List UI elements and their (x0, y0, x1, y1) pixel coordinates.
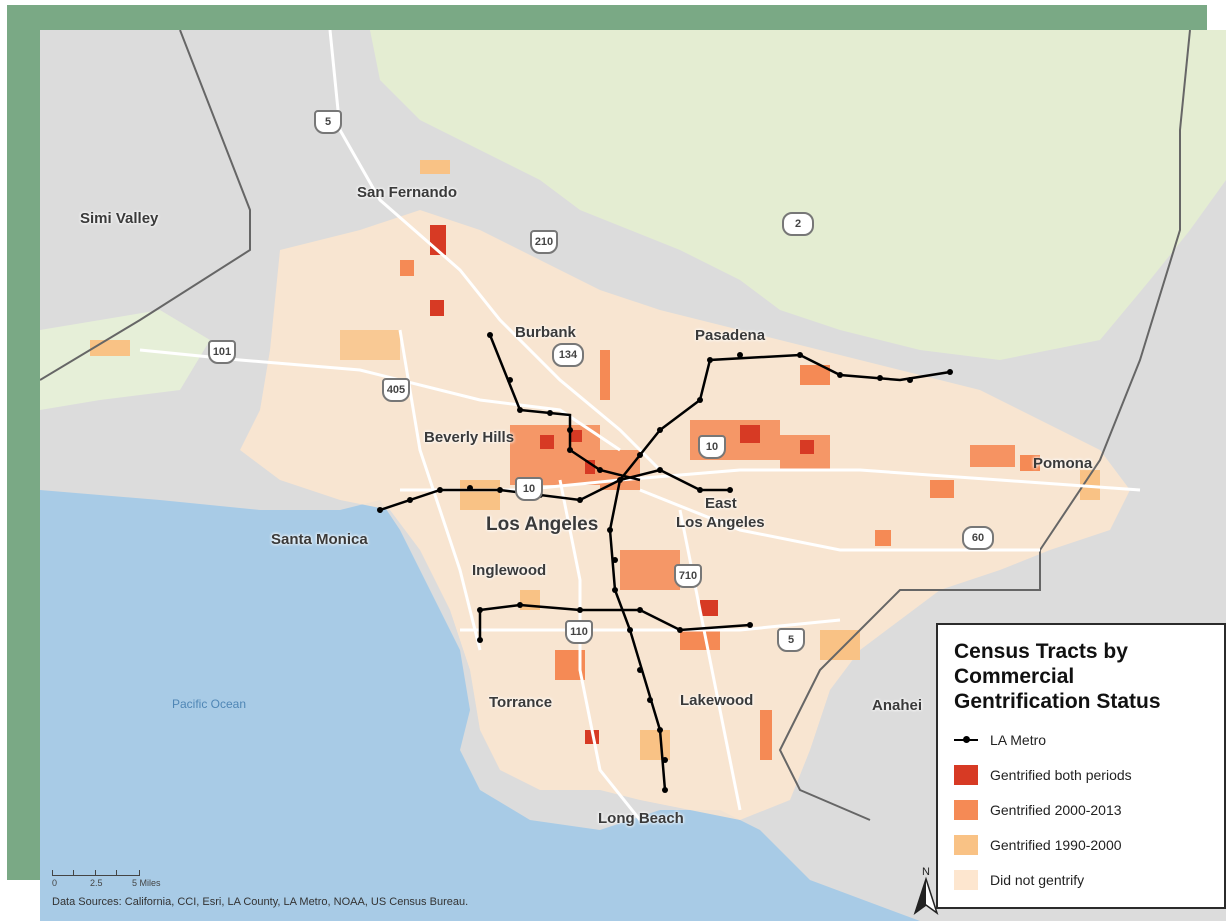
legend-item-la-metro: LA Metro (954, 722, 1210, 757)
label-torrance: Torrance (489, 694, 553, 711)
label-beverly-hills: Beverly Hills (424, 429, 515, 446)
shield-sr2: 2 (782, 212, 814, 236)
scale-label-0: 0 (52, 878, 58, 888)
label-pasadena: Pasadena (695, 327, 766, 344)
label-simi-valley: Simi Valley (80, 210, 159, 227)
shield-sr134: 134 (552, 343, 584, 367)
north-arrow-icon: N (913, 866, 939, 915)
map-legend: Census Tracts by Commercial Gentrificati… (936, 623, 1226, 909)
shield-i5-north: 5 (314, 110, 342, 134)
legend-label: Gentrified 1990-2000 (990, 836, 1122, 853)
map-panel[interactable]: Simi Valley San Fernando Burbank Pasaden… (40, 30, 1226, 921)
scale-bar (52, 870, 142, 884)
swatch-2000-2013 (954, 799, 978, 820)
county-boundary-east (778, 30, 1191, 821)
north-label: N (922, 866, 930, 878)
legend-label: Did not gentrify (990, 871, 1085, 888)
metro-line-icon (954, 730, 978, 750)
data-sources: Data Sources: California, CCI, Esri, LA … (52, 896, 469, 908)
legend-label: Gentrified 2000-2013 (990, 801, 1122, 818)
label-pomona: Pomona (1033, 455, 1093, 472)
shield-i5-south: 5 (777, 628, 805, 652)
forest-area (370, 30, 1226, 360)
shield-i710: 710 (674, 564, 702, 588)
swatch-did-not-gentrify (954, 869, 978, 890)
ocean (40, 490, 920, 921)
label-burbank: Burbank (515, 324, 576, 341)
legend-item-1990-2000: Gentrified 1990-2000 (954, 827, 1210, 862)
legend-item-did-not-gentrify: Did not gentrify (954, 862, 1210, 897)
metro-stations (377, 332, 953, 793)
label-lakewood: Lakewood (680, 692, 754, 709)
scale-label-2-5: 2.5 (90, 878, 103, 888)
shield-i210: 210 (530, 230, 558, 254)
label-east-los-angeles: Los Angeles (676, 514, 765, 531)
legend-title: Census Tracts by Commercial Gentrificati… (954, 640, 1161, 713)
legend-item-2000-2013: Gentrified 2000-2013 (954, 792, 1210, 827)
label-inglewood: Inglewood (472, 562, 547, 579)
forest-area-west (40, 310, 210, 410)
label-pacific-ocean: Pacific Ocean (172, 697, 247, 711)
swatch-1990-2000 (954, 834, 978, 855)
label-santa-monica: Santa Monica (271, 531, 368, 548)
legend-label: LA Metro (990, 731, 1047, 748)
label-los-angeles: Los Angeles (486, 514, 599, 535)
legend-label: Gentrified both periods (990, 766, 1132, 783)
shield-i110: 110 (565, 620, 593, 644)
shield-sr60: 60 (962, 526, 994, 550)
shield-us101: 101 (208, 340, 236, 364)
legend-item-both-periods: Gentrified both periods (954, 757, 1210, 792)
label-san-fernando: San Fernando (357, 184, 458, 201)
label-east: East (705, 495, 737, 512)
label-anaheim: Anahei (872, 697, 923, 714)
label-long-beach: Long Beach (598, 810, 684, 827)
shield-i10-west: 10 (515, 477, 543, 501)
urban-tracts (240, 210, 1130, 820)
shield-i10-east: 10 (698, 435, 726, 459)
shield-i405: 405 (382, 378, 410, 402)
swatch-both-periods (954, 764, 978, 785)
scale-label-5: 5 Miles (132, 878, 161, 888)
county-boundary (40, 30, 251, 381)
